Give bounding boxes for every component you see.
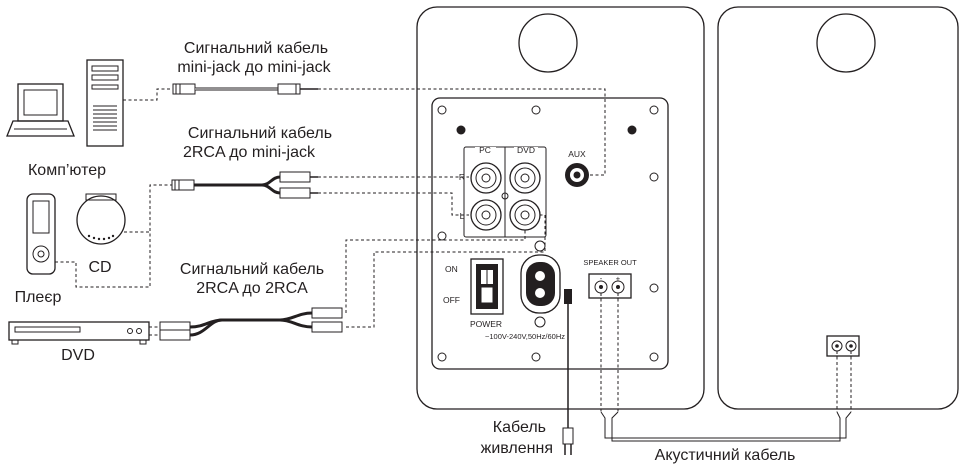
- rca-dvd-l: [509, 199, 541, 231]
- label-dvd-device: DVD: [61, 347, 95, 364]
- power-switch: [470, 258, 504, 315]
- label-player: Плеєр: [15, 289, 62, 306]
- label-power-cable-line2: живлення: [481, 440, 553, 457]
- speaker-cable: [600, 411, 852, 442]
- dvd-player-icon: [8, 321, 150, 345]
- label-cable-minijack-line2: mini-jack до mini-jack: [177, 59, 331, 76]
- cd-player-icon: [76, 193, 126, 245]
- speaker-out-terminal: [588, 273, 632, 299]
- rca-dvd-r: [509, 162, 541, 194]
- passive-speaker: [717, 6, 959, 410]
- label-aux: AUX: [568, 149, 586, 159]
- label-speaker-out: SPEAKER OUT: [583, 258, 637, 267]
- label-cable-2rca-2rca-line1: Сигнальний кабель: [180, 261, 324, 278]
- label-cable-2rca-minijack-line2: 2RCA до mini-jack: [183, 144, 316, 161]
- label-dvd-input: DVD: [517, 145, 535, 155]
- label-pc: PC: [479, 145, 491, 155]
- player-icon: [26, 193, 56, 275]
- rca-pc-r: [470, 162, 502, 194]
- computer-icon: [6, 59, 124, 147]
- woofer-port-right: [816, 13, 876, 73]
- back-panel: [431, 97, 669, 370]
- label-power: POWER: [470, 319, 502, 329]
- rca-pc-l: [470, 199, 502, 231]
- cable-2rca-to-2rca: [159, 307, 343, 341]
- label-speaker-cable: Акустичний кабель: [655, 447, 796, 464]
- label-cable-minijack-line1: Сигнальний кабель: [184, 40, 328, 57]
- aux-jack: [565, 163, 589, 187]
- signal-routes: [55, 88, 852, 412]
- label-plus: +: [616, 274, 621, 283]
- power-socket: [520, 240, 561, 328]
- label-cable-2rca-minijack-line1: Сигнальний кабель: [188, 125, 332, 142]
- label-power-cable-line1: Кабель: [493, 419, 546, 436]
- power-cable: [562, 289, 574, 455]
- label-on: ON: [445, 264, 458, 274]
- cable-2rca-to-minijack: [171, 171, 318, 199]
- label-cable-2rca-2rca-line2: 2RCA до 2RCA: [196, 280, 308, 297]
- label-l: L: [460, 211, 465, 221]
- woofer-port-left: [518, 13, 578, 73]
- label-computer: Комп’ютер: [28, 162, 106, 179]
- label-voltage: ~100V-240V,50Hz/60Hz: [485, 332, 565, 341]
- label-cd: CD: [88, 259, 111, 276]
- active-speaker: PC DVD AUX R L ON OFF POWER ~100V-240V,5…: [416, 6, 705, 410]
- label-minus: -: [600, 274, 603, 283]
- label-off: OFF: [443, 295, 460, 305]
- passive-speaker-terminal: [826, 335, 860, 357]
- cable-minijack-to-minijack: [172, 83, 318, 95]
